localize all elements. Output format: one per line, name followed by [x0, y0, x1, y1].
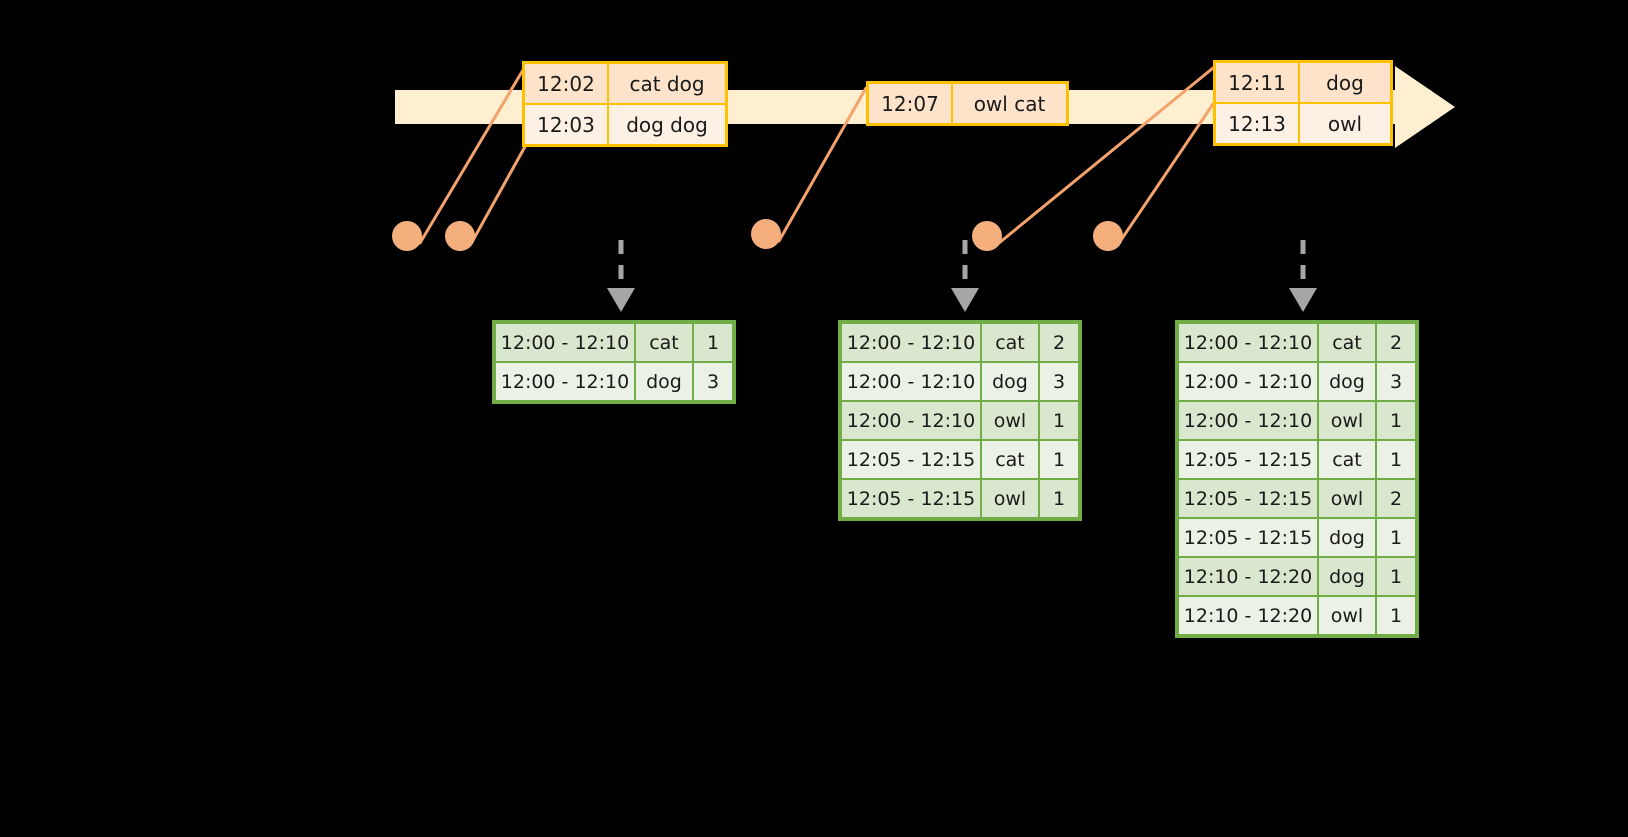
event-box-group-2[interactable]: 12:07 owl cat [866, 81, 1069, 126]
event-dot-1 [392, 221, 422, 251]
cell-window: 12:05 - 12:15 [842, 441, 982, 478]
cell-count: 1 [1377, 519, 1415, 556]
event-dot-5 [1093, 221, 1123, 251]
cell-count: 2 [1377, 324, 1415, 361]
cell-window: 12:10 - 12:20 [1179, 597, 1319, 634]
cell-word: cat [1319, 324, 1377, 361]
cell-word: dog [1319, 363, 1377, 400]
cell-count: 3 [1377, 363, 1415, 400]
event-time: 12:11 [1216, 63, 1300, 102]
cell-word: cat [982, 324, 1040, 361]
table-arrow-2 [951, 240, 979, 312]
cell-count: 1 [1040, 441, 1078, 478]
cell-window: 12:00 - 12:10 [496, 363, 636, 400]
table-arrow-3 [1289, 240, 1317, 312]
cell-count: 2 [1377, 480, 1415, 517]
event-words: dog dog [609, 105, 725, 144]
connector-line-1 [418, 68, 525, 245]
cell-count: 2 [1040, 324, 1078, 361]
cell-window: 12:05 - 12:15 [1179, 480, 1319, 517]
cell-word: cat [1319, 441, 1377, 478]
cell-window: 12:05 - 12:15 [842, 480, 982, 517]
event-words: owl [1300, 104, 1390, 143]
cell-word: owl [1319, 597, 1377, 634]
event-words: dog [1300, 63, 1390, 102]
connector-line-5 [1117, 102, 1215, 245]
event-row[interactable]: 12:07 owl cat [869, 84, 1066, 123]
cell-window: 12:00 - 12:10 [842, 363, 982, 400]
event-dot-2 [445, 221, 475, 251]
cell-word: dog [1319, 558, 1377, 595]
event-time: 12:07 [869, 84, 953, 123]
cell-word: owl [982, 402, 1040, 439]
cell-word: cat [636, 324, 694, 361]
cell-count: 1 [1377, 402, 1415, 439]
cell-count: 1 [1040, 480, 1078, 517]
cell-window: 12:05 - 12:15 [1179, 519, 1319, 556]
cell-window: 12:00 - 12:10 [496, 324, 636, 361]
event-time: 12:13 [1216, 104, 1300, 143]
event-time: 12:03 [525, 105, 609, 144]
cell-word: owl [1319, 402, 1377, 439]
cell-word: dog [1319, 519, 1377, 556]
cell-word: dog [982, 363, 1040, 400]
cell-count: 1 [1377, 597, 1415, 634]
event-row[interactable]: 12:13 owl [1216, 102, 1390, 143]
event-box-group-3[interactable]: 12:11 dog 12:13 owl [1213, 60, 1393, 146]
connector-line-3 [777, 86, 868, 243]
cell-window: 12:00 - 12:10 [842, 324, 982, 361]
cell-window: 12:00 - 12:10 [1179, 402, 1319, 439]
cell-count: 1 [694, 324, 732, 361]
cell-window: 12:05 - 12:15 [1179, 441, 1319, 478]
table-arrow-1 [607, 240, 635, 312]
cell-window: 12:00 - 12:10 [1179, 363, 1319, 400]
event-row[interactable]: 12:02 cat dog [525, 64, 725, 103]
event-dot-4 [972, 221, 1002, 251]
event-dots [392, 219, 1123, 251]
event-row[interactable]: 12:11 dog [1216, 63, 1390, 102]
cell-count: 1 [1040, 402, 1078, 439]
cell-count: 1 [1377, 558, 1415, 595]
cell-word: owl [1319, 480, 1377, 517]
cell-count: 3 [1040, 363, 1078, 400]
cell-word: owl [982, 480, 1040, 517]
cell-word: dog [636, 363, 694, 400]
cell-window: 12:10 - 12:20 [1179, 558, 1319, 595]
event-box-group-1[interactable]: 12:02 cat dog 12:03 dog dog [522, 61, 728, 147]
cell-word: cat [982, 441, 1040, 478]
cell-window: 12:00 - 12:10 [842, 402, 982, 439]
cell-count: 3 [694, 363, 732, 400]
table-arrows [607, 240, 1317, 312]
event-row[interactable]: 12:03 dog dog [525, 103, 725, 144]
event-dot-3 [751, 219, 781, 249]
event-words: cat dog [609, 64, 725, 103]
cell-count: 1 [1377, 441, 1415, 478]
cell-window: 12:00 - 12:10 [1179, 324, 1319, 361]
event-time: 12:02 [525, 64, 609, 103]
event-words: owl cat [953, 84, 1066, 123]
connector-line-2 [470, 141, 529, 244]
